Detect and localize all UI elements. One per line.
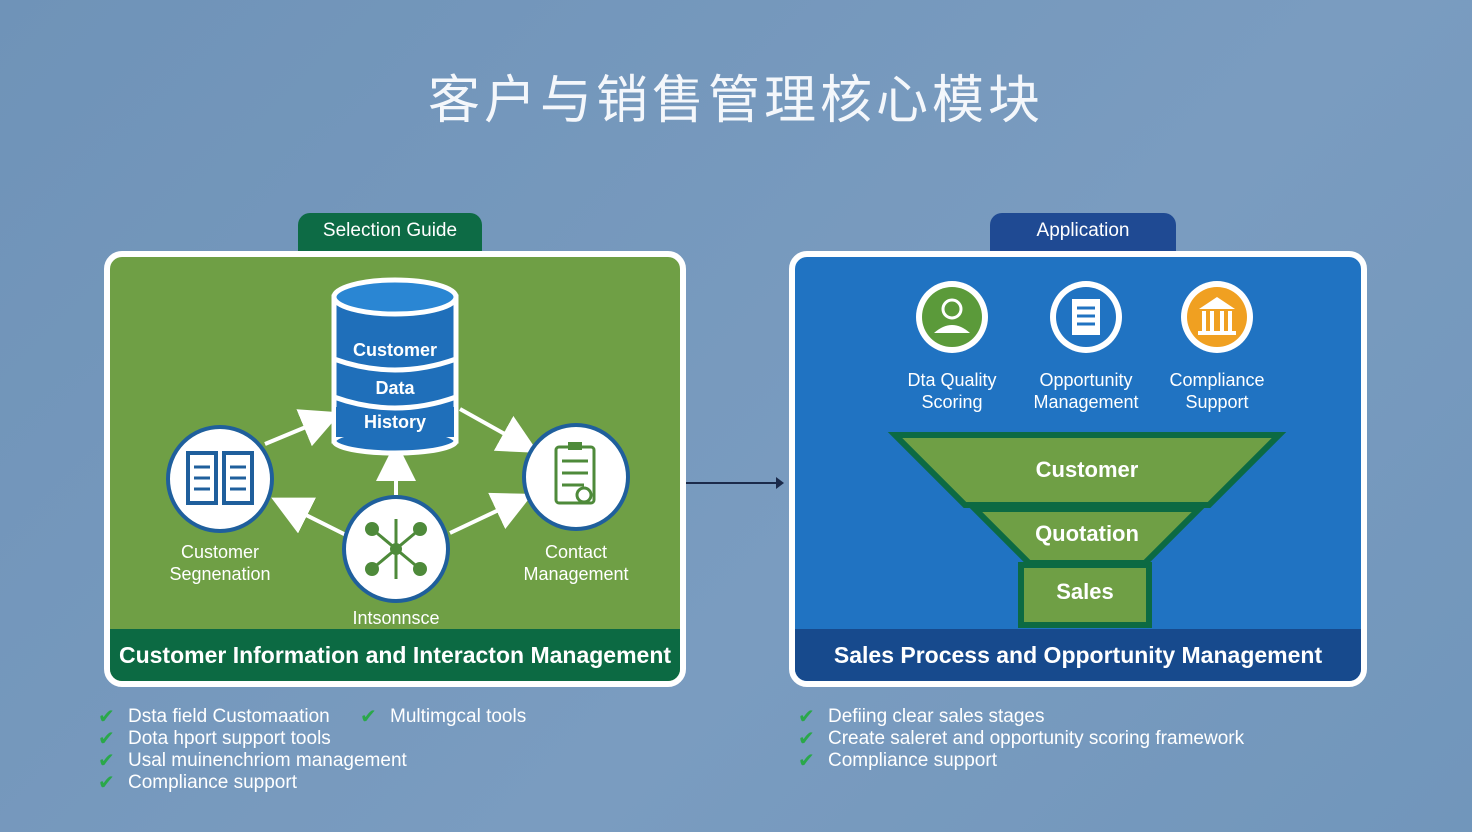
sales-process-panel: Dta Quality Scoring Opportunity Manageme… (789, 251, 1367, 687)
tab-application[interactable]: Application (990, 213, 1176, 253)
check-icon: ✔ (798, 728, 815, 750)
checklist-icon (554, 442, 596, 505)
left-checklist: ✔Dsta field Customaation ✔Dota hport sup… (98, 706, 407, 794)
customer-info-footer: Customer Information and Interacton Mana… (110, 629, 680, 681)
arrow-int-to-seg (271, 497, 347, 537)
arrow-seg-to-db (264, 409, 342, 447)
feature-label-opportunity: Opportunity Management (1033, 370, 1139, 412)
funnel-label-quotation: Quotation (1035, 521, 1139, 546)
list-item: ✔Compliance support (98, 772, 297, 794)
check-icon: ✔ (798, 750, 815, 772)
database-icon (331, 277, 459, 456)
check-icon: ✔ (98, 706, 115, 728)
arrow-int-to-contact (449, 492, 533, 535)
list-item: ✔Dsta field Customaation (98, 706, 330, 728)
sales-process-footer: Sales Process and Opportunity Management (795, 629, 1361, 681)
list-item: ✔Compliance support (798, 750, 997, 772)
tab-selection-guide[interactable]: Selection Guide (298, 213, 482, 253)
network-icon (365, 519, 427, 579)
opportunity-feature (1050, 281, 1122, 353)
sales-funnel (887, 432, 1287, 628)
check-icon: ✔ (798, 706, 815, 728)
database-label-data: Data (375, 378, 415, 398)
list-item: ✔Defiing clear sales stages (798, 706, 1045, 728)
list-item: ✔Usal muinenchriom management (98, 750, 407, 772)
left-checklist-col2: ✔Multimgcal tools (360, 706, 526, 728)
funnel-label-sales: Sales (1056, 579, 1114, 604)
data-quality-feature (916, 281, 988, 353)
feature-label-data-quality: Dta Quality Scoring (907, 370, 997, 412)
page-title: 客户与销售管理核心模块 (427, 71, 1044, 131)
database-label-customer: Customer (352, 340, 437, 360)
segmentation-node (166, 425, 274, 533)
feature-label-compliance: Compliance Support (1169, 370, 1265, 412)
interaction-node (342, 495, 450, 603)
contact-node (522, 423, 630, 531)
compliance-feature (1181, 281, 1253, 353)
arrow-db-to-contact (459, 407, 539, 453)
contact-label: Contact Management (523, 542, 629, 584)
sales-process-diagram (887, 281, 1287, 628)
right-checklist: ✔Defiing clear sales stages ✔Create sale… (798, 706, 1244, 772)
person-icon (934, 298, 970, 333)
database-label-history: History (363, 412, 426, 432)
building-icon (1198, 297, 1236, 335)
funnel-stage-customer (887, 432, 1287, 508)
customer-info-diagram (166, 277, 630, 603)
check-icon: ✔ (98, 772, 115, 794)
check-icon: ✔ (98, 750, 115, 772)
panel-connector-arrowhead (776, 477, 784, 489)
funnel-label-customer: Customer (1035, 457, 1139, 482)
interaction-label: Intsonnsce (352, 608, 440, 628)
check-icon: ✔ (360, 706, 377, 728)
customer-info-panel: Customer Data History Customer Segnenati… (104, 251, 686, 687)
book-icon (186, 451, 254, 505)
segmentation-label: Customer Segnenation (169, 542, 271, 584)
panel-connector-line (686, 482, 782, 484)
funnel-stage-sales (1018, 562, 1152, 628)
list-item: ✔Dota hport support tools (98, 728, 331, 750)
list-item: ✔Create saleret and opportunity scoring … (798, 728, 1245, 750)
list-item: ✔Multimgcal tools (360, 706, 527, 728)
document-icon (1072, 299, 1100, 335)
check-icon: ✔ (98, 728, 115, 750)
